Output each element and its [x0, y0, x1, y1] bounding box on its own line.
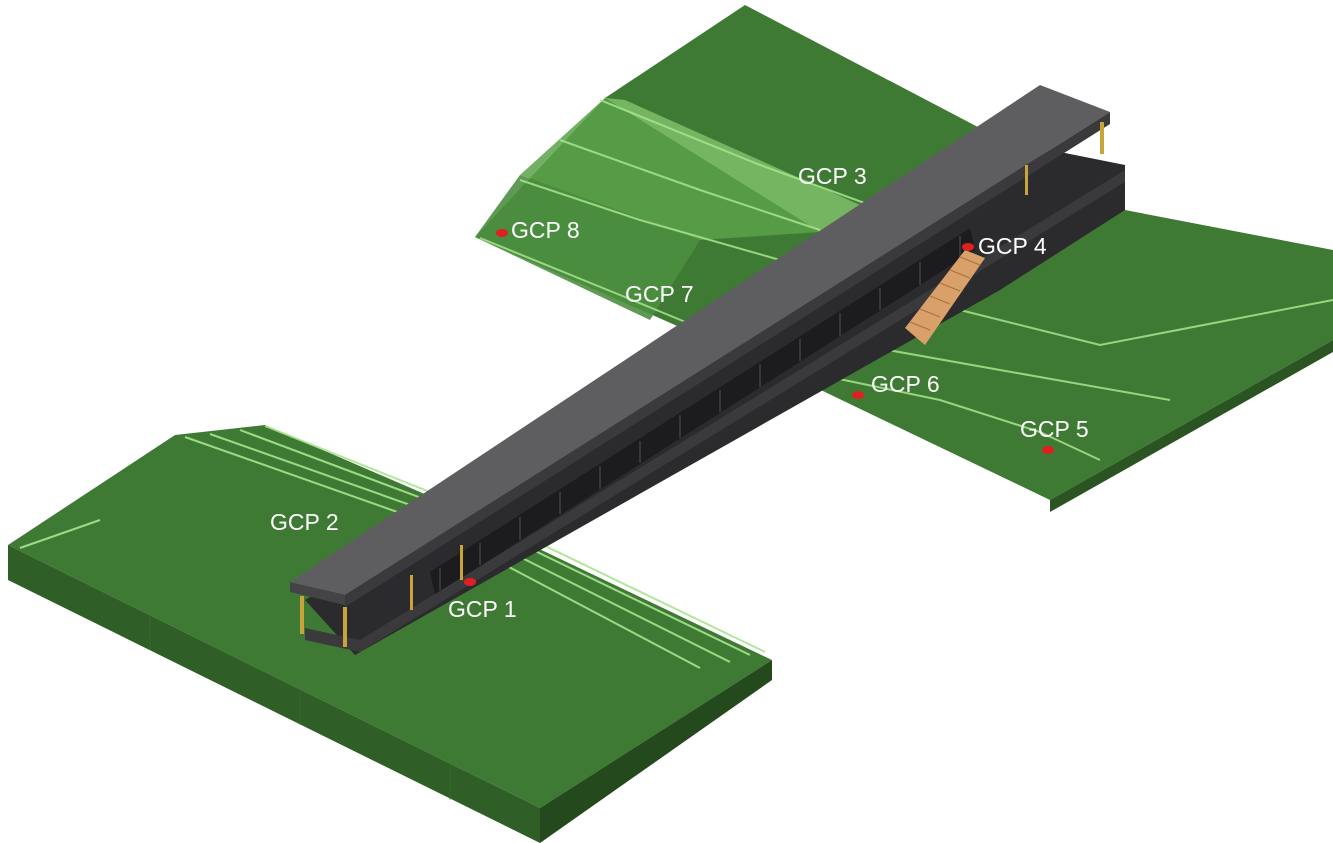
gcp-1: GCP 1 — [448, 578, 517, 622]
bridge-roof-side-edge — [345, 112, 1110, 607]
gcp-8-label: GCP 8 — [511, 217, 580, 243]
bridge-stairs — [905, 250, 985, 345]
footbridge — [290, 85, 1125, 655]
gcp-4: GCP 4 — [962, 233, 1047, 259]
cut-slope-lower — [475, 175, 700, 320]
bridge-columns — [300, 122, 1104, 647]
gcp-3-label: GCP 3 — [798, 163, 867, 189]
bridge-roof-edge — [290, 582, 345, 605]
gcp-5: GCP 5 — [1020, 416, 1089, 454]
gcp-6-label: GCP 6 — [871, 371, 940, 397]
railing-bars — [439, 236, 961, 590]
gcp-8: GCP 8 — [496, 217, 580, 243]
bridge-railing — [430, 228, 975, 595]
gcp-2-label: GCP 2 — [270, 509, 339, 535]
cut-slope — [605, 98, 860, 232]
gcp-3: GCP 3 — [798, 163, 867, 189]
front-face-seams — [149, 615, 451, 800]
gcp-markers: GCP 1 GCP 2 GCP 3 GCP 4 GCP 5 GCP 6 GCP … — [270, 163, 1089, 622]
left-terrain-side-right — [540, 660, 772, 843]
gcp-4-label: GCP 4 — [978, 233, 1047, 259]
left-terrain-front — [8, 545, 540, 843]
gcp-1-label: GCP 1 — [448, 596, 517, 622]
right-terrain-side — [1050, 340, 1333, 512]
gcp-7: GCP 7 — [625, 281, 694, 307]
gcp-6: GCP 6 — [852, 371, 940, 399]
gcp-2: GCP 2 — [270, 509, 339, 535]
gcp-7-label: GCP 7 — [625, 281, 694, 307]
gcp-5-label: GCP 5 — [1020, 416, 1089, 442]
right-contours — [479, 99, 1333, 461]
bridge-roof — [290, 85, 1110, 595]
